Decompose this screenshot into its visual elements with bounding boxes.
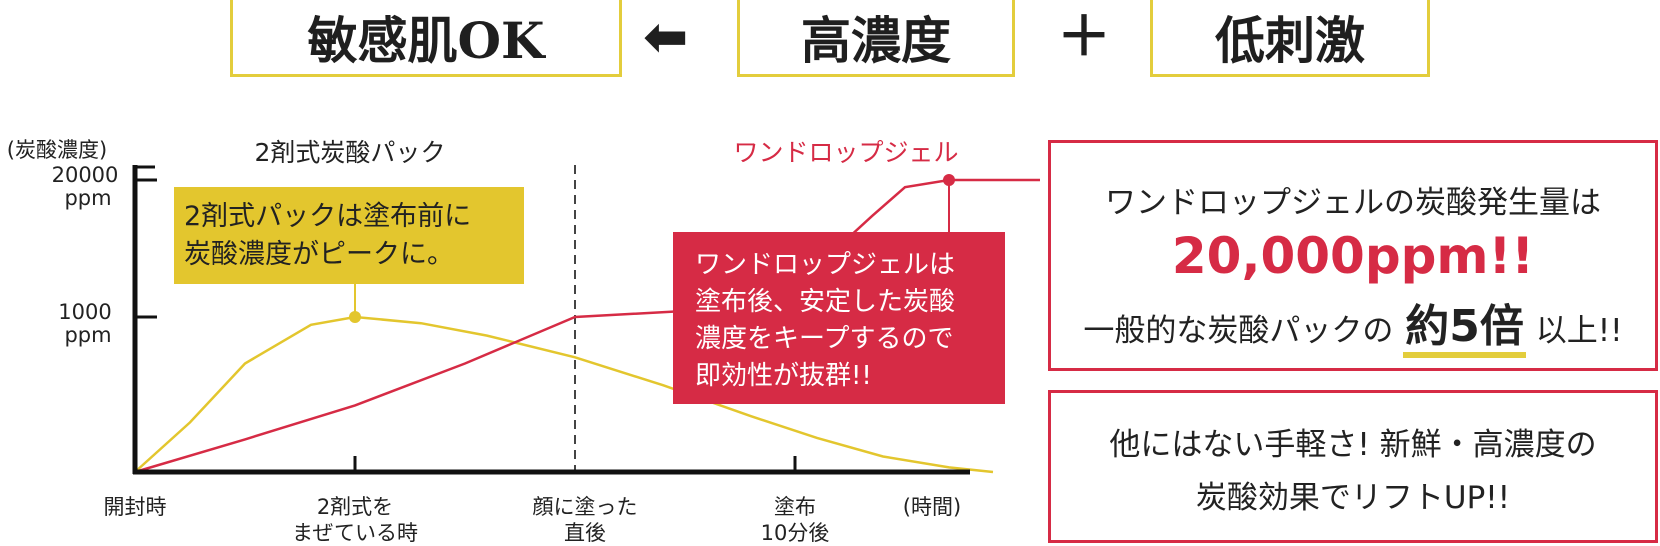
x-tick-label: まぜている時 [292, 521, 418, 545]
arrow-left-icon: ⬅ [643, 5, 689, 68]
ppm-panel-line1: ワンドロップジェルの炭酸発生量は [1105, 185, 1601, 221]
factor-box-irritation: 低刺激 [1150, 0, 1430, 77]
factor-label-concentration: 高濃度 [801, 11, 951, 70]
x-axis-label: (時間) [903, 495, 961, 519]
series-label-gel: ワンドロップジェル [733, 138, 958, 167]
factor-box-concentration: 高濃度 [737, 0, 1015, 77]
feature-line2: 炭酸効果でリフトUP!! [1195, 479, 1511, 516]
result-label: 敏感肌OK [307, 11, 545, 70]
x-tick-label: 開封時 [104, 495, 167, 519]
y-tick-unit: ppm [64, 323, 111, 347]
y-tick-unit: ppm [64, 186, 111, 210]
ratio-highlight: 約5倍 [1403, 301, 1526, 359]
x-tick-label: 顔に塗った [533, 495, 638, 519]
feature-line1: 他にはない手軽さ! 新鮮・高濃度の [1109, 427, 1597, 463]
x-tick-label: 塗布 [774, 495, 816, 519]
y-tick-label: 1000 [58, 300, 111, 324]
ppm-panel: ワンドロップジェルの炭酸発生量は 20,000ppm!! 一般的な炭酸パックの … [1048, 140, 1658, 371]
annotation-box-gel [673, 232, 1005, 404]
annotation-text-gel: 濃度をキープするので [695, 324, 953, 354]
x-tick-label: 直後 [564, 521, 606, 545]
annotation-text-gel: 塗布後、安定した炭酸 [695, 287, 955, 317]
y-tick-label: 20000 [52, 163, 119, 187]
annotation-text-pack: 炭酸濃度がピークに。 [184, 239, 454, 270]
plus-icon: ＋ [1057, 5, 1111, 68]
feature-panel: 他にはない手軽さ! 新鮮・高濃度の 炭酸効果でリフトUP!! [1048, 390, 1658, 543]
ppm-panel-line3-post: 以上!! [1535, 313, 1623, 350]
factor-label-irritation: 低刺激 [1215, 11, 1365, 70]
x-tick-label: 10分後 [761, 521, 830, 545]
annotation-text-pack: 2剤式パックは塗布前に [184, 201, 471, 232]
annotation-text-gel: ワンドロップジェルは [695, 250, 955, 280]
ppm-panel-line3-pre: 一般的な炭酸パックの [1083, 313, 1394, 350]
result-box: 敏感肌OK [230, 0, 622, 77]
series-line [134, 315, 994, 474]
ppm-panel-line3: 一般的な炭酸パックの 約5倍 以上!! [1051, 290, 1655, 359]
annotation-box-pack [174, 187, 524, 284]
annotation-text-gel: 即効性が抜群!! [695, 361, 872, 391]
x-tick-label: 2剤式を [317, 495, 393, 519]
series-label-pack: 2剤式炭酸パック [255, 138, 446, 167]
y-axis-label: (炭酸濃度) [7, 138, 107, 162]
ppm-highlight: 20,000ppm!! [1171, 227, 1535, 286]
